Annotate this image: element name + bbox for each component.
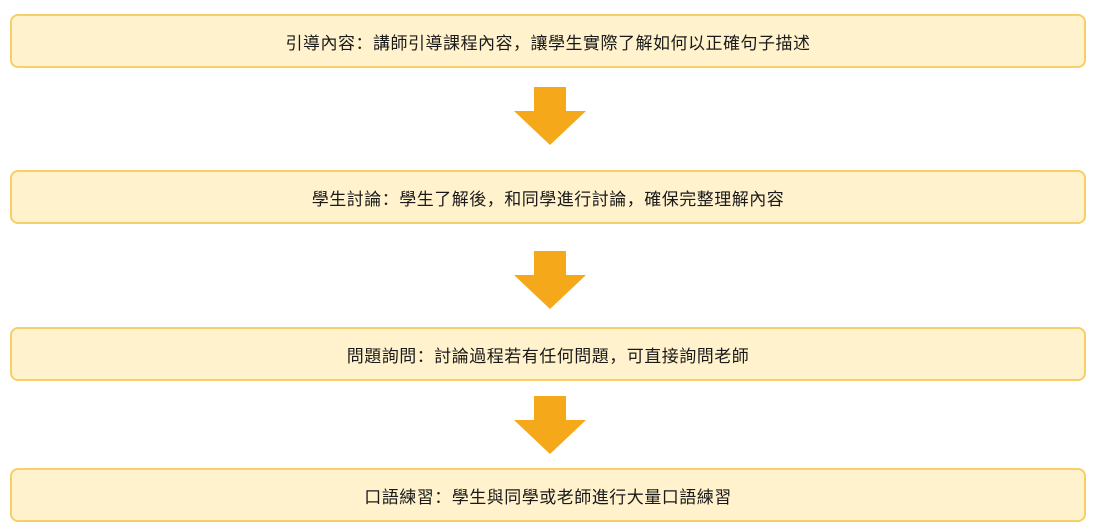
flow-step-1: 引導內容：講師引導課程內容，讓學生實際了解如何以正確句子描述 <box>10 14 1086 68</box>
flow-step-4: 口語練習：學生與同學或老師進行大量口語練習 <box>10 468 1086 522</box>
flow-step-1-text: 引導內容：講師引導課程內容，讓學生實際了解如何以正確句子描述 <box>285 33 811 54</box>
flow-step-2: 學生討論：學生了解後，和同學進行討論，確保完整理解內容 <box>10 170 1086 224</box>
down-arrow-icon <box>514 251 586 309</box>
flow-step-3-text: 問題詢問：討論過程若有任何問題，可直接詢問老師 <box>346 346 750 367</box>
flow-step-2-text: 學生討論：學生了解後，和同學進行討論，確保完整理解內容 <box>311 189 785 210</box>
down-arrow-icon <box>514 87 586 145</box>
flow-step-4-text: 口語練習：學生與同學或老師進行大量口語練習 <box>364 487 732 508</box>
flow-step-3: 問題詢問：討論過程若有任何問題，可直接詢問老師 <box>10 327 1086 381</box>
down-arrow-icon <box>514 396 586 454</box>
